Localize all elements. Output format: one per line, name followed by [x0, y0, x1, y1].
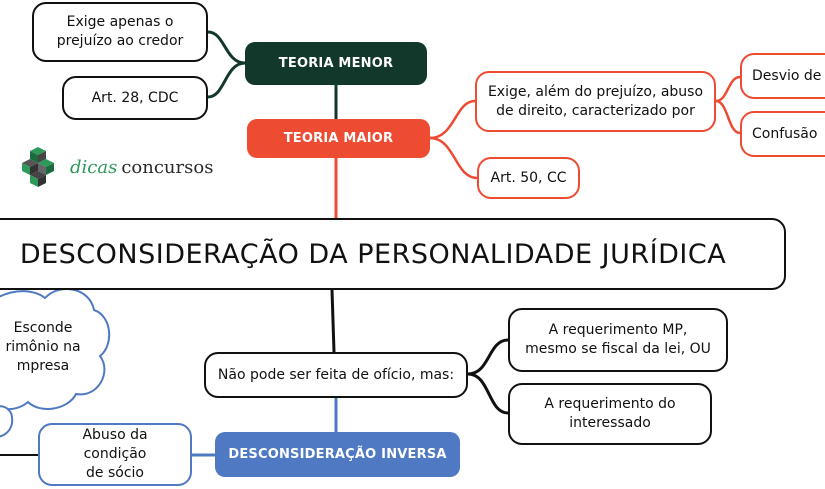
menor-to-exige-line — [207, 30, 246, 65]
exige-to-confusao-line — [715, 99, 741, 135]
pill-teoria-menor: TEORIA MENOR — [245, 42, 427, 85]
node-requerimento-mp: A requerimento MP, mesmo se fiscal da le… — [508, 308, 728, 372]
oficio-to-mp-line — [467, 338, 509, 376]
exige-to-desvio-line — [715, 75, 741, 103]
menor-to-art28-line — [207, 61, 246, 99]
central-title-box: DESCONSIDERAÇÃO DA PERSONALIDADE JURÍDIC… — [0, 218, 786, 290]
node-confusao: Confusão — [740, 111, 825, 157]
trunk-bottom-line — [330, 289, 336, 353]
node-exige-prejuizo: Exige apenas o prejuízo ao credor — [32, 2, 208, 62]
logo: dicas concursos — [20, 147, 213, 187]
node-exige-abuso: Exige, além do prejuízo, abuso de direit… — [475, 71, 716, 132]
logo-word-dicas: dicas — [70, 156, 118, 178]
maior-to-exige-line — [429, 99, 476, 140]
node-abuso-condicao-socio: Abuso da condição de sócio — [38, 423, 192, 486]
central-title: DESCONSIDERAÇÃO DA PERSONALIDADE JURÍDIC… — [19, 238, 727, 270]
cloud-small-puff — [0, 405, 14, 438]
maior-to-art50-line — [429, 136, 478, 180]
node-art-28-cdc: Art. 28, CDC — [62, 76, 208, 120]
node-nao-de-oficio: Não pode ser feita de ofício, mas: — [204, 352, 468, 398]
pill-desconsideracao-inversa: DESCONSIDERAÇÃO INVERSA — [215, 432, 460, 477]
logo-word-concursos: concursos — [121, 156, 214, 178]
oficio-to-interessado-line — [467, 372, 509, 415]
cloud-shape — [0, 288, 111, 411]
pill-teoria-maior: TEORIA MAIOR — [247, 119, 430, 158]
cube-logo-icon — [22, 147, 54, 187]
cloud-text-esconde: Esconde rimônio na mpresa — [5, 320, 81, 374]
node-desvio: Desvio de — [740, 53, 825, 99]
node-art-50-cc: Art. 50, CC — [477, 157, 580, 199]
node-requerimento-interessado: A requerimento do interessado — [508, 383, 712, 445]
